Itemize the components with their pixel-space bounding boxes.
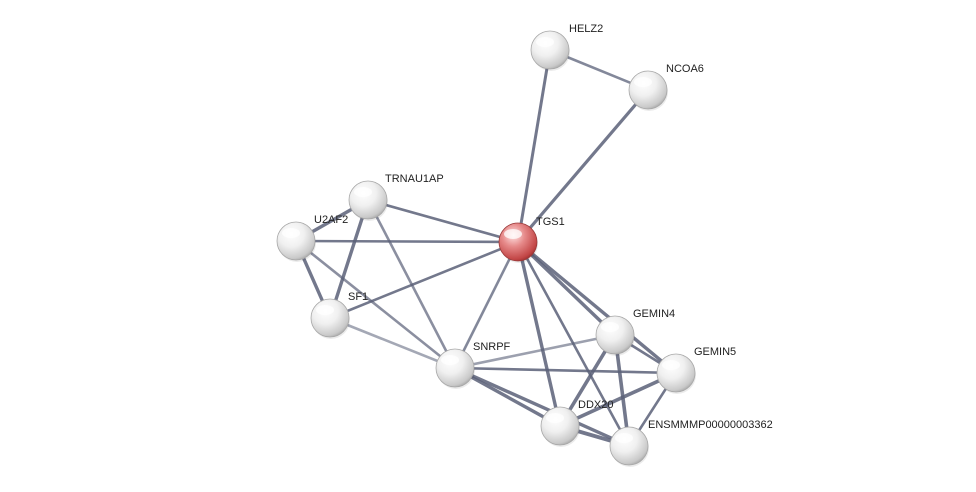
node-ensmmmp00000003362[interactable]: ENSMMMP00000003362 xyxy=(609,419,773,467)
node-circle[interactable] xyxy=(435,348,475,388)
node-label: DDX20 xyxy=(578,399,613,411)
node-label: SNRPF xyxy=(473,341,511,353)
node-label: TGS1 xyxy=(536,216,565,228)
edge-trnau1ap-tgs1[interactable] xyxy=(366,198,520,244)
node-gemin5[interactable]: GEMIN5 xyxy=(656,346,736,394)
node-circle[interactable] xyxy=(348,180,388,220)
node-ncoa6[interactable]: NCOA6 xyxy=(628,63,704,111)
node-circle[interactable] xyxy=(609,426,649,466)
node-trnau1ap[interactable]: TRNAU1AP xyxy=(348,173,444,221)
node-helz2[interactable]: HELZ2 xyxy=(530,23,603,71)
edge-trnau1ap-sf1[interactable] xyxy=(328,198,370,320)
node-label: TRNAU1AP xyxy=(385,173,444,185)
node-label: NCOA6 xyxy=(666,63,704,75)
edge-sf1-tgs1[interactable] xyxy=(328,240,520,320)
node-highlight xyxy=(354,187,372,197)
node-highlight xyxy=(546,413,564,423)
edge-u2af2-tgs1[interactable] xyxy=(294,239,520,244)
node-circle[interactable] xyxy=(656,353,696,393)
node-u2af2[interactable]: U2AF2 xyxy=(276,214,348,262)
node-highlight xyxy=(441,355,459,365)
node-ddx20[interactable]: DDX20 xyxy=(540,399,613,447)
edge-tgs1-ddx20[interactable] xyxy=(516,240,562,428)
node-highlight xyxy=(601,322,619,332)
node-highlight xyxy=(536,37,554,47)
edge-tgs1-snrpf[interactable] xyxy=(453,240,520,370)
edge-gemin5-ddx20[interactable] xyxy=(558,371,678,428)
node-highlight xyxy=(504,229,522,239)
node-sf1[interactable]: SF1 xyxy=(310,291,368,339)
edge-snrpf-gemin4[interactable] xyxy=(453,333,617,370)
node-label: U2AF2 xyxy=(314,214,348,226)
node-tgs1[interactable]: TGS1 xyxy=(498,216,565,263)
node-circle[interactable] xyxy=(595,315,635,355)
node-highlight xyxy=(615,433,633,443)
node-label: SF1 xyxy=(348,291,368,303)
edge-snrpf-gemin5[interactable] xyxy=(453,366,678,375)
node-highlight xyxy=(662,360,680,370)
node-highlight xyxy=(316,305,334,315)
node-circle[interactable] xyxy=(540,406,580,446)
node-label: GEMIN5 xyxy=(694,346,736,358)
node-label: GEMIN4 xyxy=(633,308,675,320)
edge-helz2-tgs1[interactable] xyxy=(516,48,552,244)
edge-u2af2-snrpf[interactable] xyxy=(294,239,457,370)
edge-sf1-snrpf[interactable] xyxy=(328,316,457,370)
edges-layer xyxy=(294,48,678,448)
node-circle[interactable] xyxy=(310,298,350,338)
node-label: HELZ2 xyxy=(569,23,603,35)
node-gemin4[interactable]: GEMIN4 xyxy=(595,308,675,356)
node-highlight xyxy=(634,77,652,87)
edge-snrpf-ensmmmp00000003362[interactable] xyxy=(453,366,631,448)
node-circle[interactable] xyxy=(530,30,570,70)
edge-ncoa6-tgs1[interactable] xyxy=(516,88,650,244)
node-circle[interactable] xyxy=(628,70,668,110)
node-circle[interactable] xyxy=(276,221,316,261)
node-highlight xyxy=(282,228,300,238)
node-circle[interactable] xyxy=(498,222,538,262)
node-label: ENSMMMP00000003362 xyxy=(648,419,773,431)
node-snrpf[interactable]: SNRPF xyxy=(435,341,511,389)
edge-tgs1-gemin5[interactable] xyxy=(516,240,678,375)
